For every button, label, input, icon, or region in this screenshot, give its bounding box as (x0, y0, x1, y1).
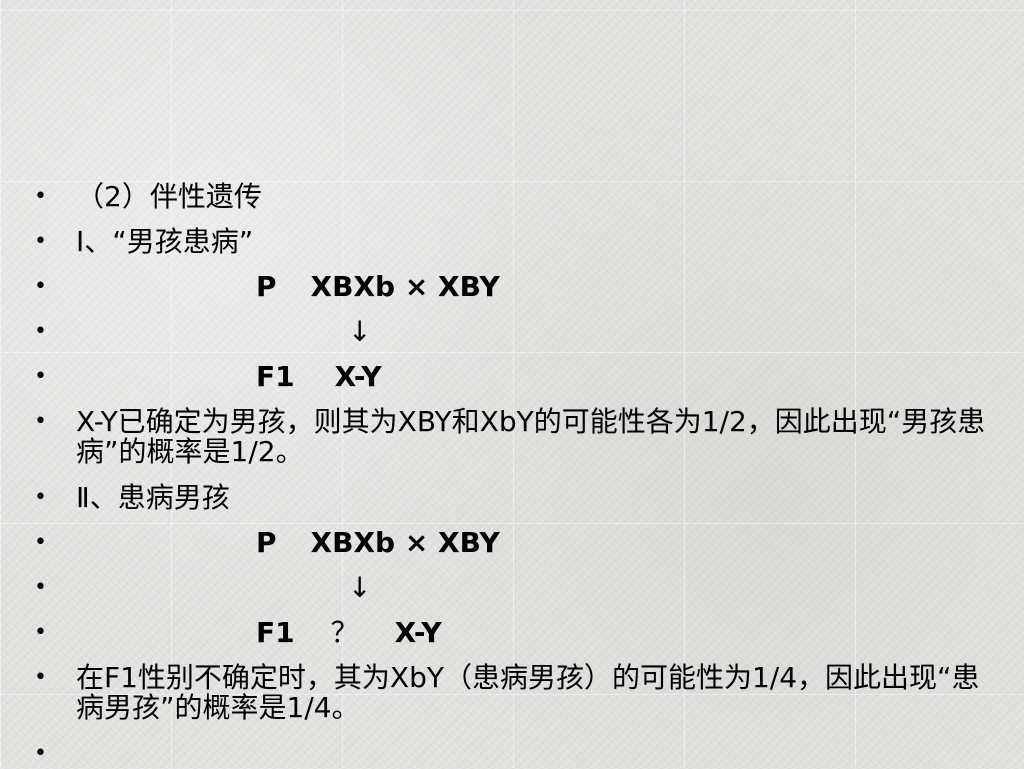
cross-1-parent-line: • P XBXb × XBY (30, 272, 990, 302)
cross-2-parent-line: • P XBXb × XBY (30, 528, 990, 558)
f1-result: X-Y (394, 616, 442, 649)
explanation-2-line: • 在F1性别不确定时，其为XbY（患病男孩）的可能性为1/4，因此出现“患病男… (30, 663, 990, 723)
bullet-dot: • (34, 575, 47, 600)
down-arrow-icon: ↓ (348, 571, 372, 604)
arrow-2-line: • ↓ (30, 573, 990, 603)
bullet-list: • （2）伴性遗传 • Ⅰ、“男孩患病” • P XBXb × XBY • ↓ •… (30, 182, 990, 767)
question-mark: ？ (330, 616, 359, 649)
f1-result: X-Y (334, 360, 382, 393)
down-arrow-icon: ↓ (348, 315, 372, 348)
bullet-dot: • (34, 665, 47, 690)
f1-label: F1 (256, 616, 295, 649)
bullet-dot: • (34, 364, 47, 389)
f1-label: F1 (256, 360, 295, 393)
parent-label: P (256, 270, 277, 303)
bullet-dot: • (34, 530, 47, 555)
bullet-dot: • (34, 409, 47, 434)
cross-expression: XBXb × XBY (310, 526, 500, 559)
case-1-title: Ⅰ、“男孩患病” (76, 225, 254, 258)
case-2-title: Ⅱ、患病男孩 (76, 481, 230, 514)
explanation-1-text: X-Y已确定为男孩，则其为XBY和XbY的可能性各为1/2，因此出现“男孩患病”… (76, 405, 986, 468)
cross-2-f1-line: • F1 ？ X-Y (30, 618, 990, 648)
bullet-dot: • (34, 229, 47, 254)
case-1-title-line: • Ⅰ、“男孩患病” (30, 227, 990, 257)
heading-text: （2）伴性遗传 (76, 180, 262, 213)
bullet-dot: • (34, 620, 47, 645)
heading-line: • （2）伴性遗传 (30, 182, 990, 212)
explanation-2-text: 在F1性别不确定时，其为XbY（患病男孩）的可能性为1/4，因此出现“患病男孩”… (76, 661, 980, 724)
case-2-title-line: • Ⅱ、患病男孩 (30, 483, 990, 513)
bullet-dot: • (34, 319, 47, 344)
bullet-dot: • (34, 741, 47, 766)
cross-expression: XBXb × XBY (310, 270, 500, 303)
bullet-dot: • (34, 184, 47, 209)
bullet-dot: • (34, 274, 47, 299)
explanation-1-line: • X-Y已确定为男孩，则其为XBY和XbY的可能性各为1/2，因此出现“男孩患… (30, 407, 990, 467)
arrow-1-line: • ↓ (30, 317, 990, 347)
bullet-dot: • (34, 485, 47, 510)
cross-1-f1-line: • F1 X-Y (30, 362, 990, 392)
parent-label: P (256, 526, 277, 559)
